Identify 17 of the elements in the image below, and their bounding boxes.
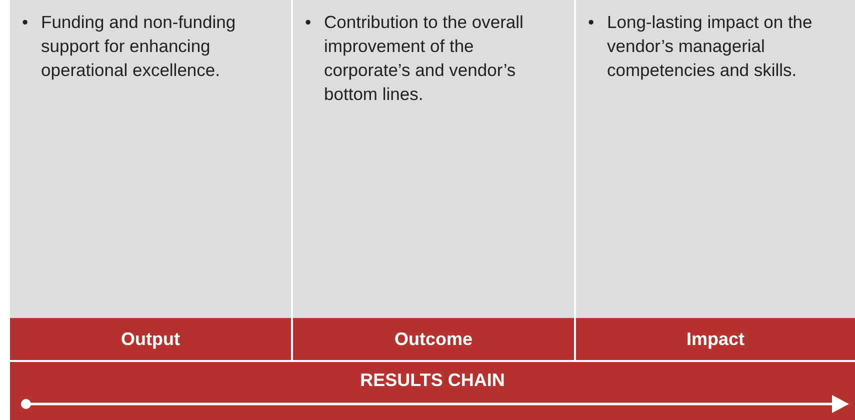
stage-header <box>576 318 855 360</box>
band-title: RESULTS CHAIN <box>360 370 505 390</box>
text-panel <box>576 0 855 318</box>
stage-header <box>293 318 574 360</box>
stage-label: Impact <box>686 328 745 350</box>
stage-header <box>10 318 291 360</box>
bullet-text: Long-lasting impact on the vendor’s managerial competencies and skills. <box>607 11 814 82</box>
bullet-text: Funding and non-funding support for enhancing operational excellence. <box>41 11 237 82</box>
results-band <box>10 362 855 420</box>
bullet-text: Contribution to the overall improvement of the corporate’s and vendor’s bottom lines. <box>324 11 524 106</box>
stage-label: Outcome <box>394 328 472 350</box>
text-panel <box>293 0 574 318</box>
bullet-marker: • <box>22 11 30 34</box>
stage-label: Output <box>121 328 180 350</box>
bullet-marker: • <box>588 11 596 34</box>
text-panel <box>10 0 291 318</box>
bullet-marker: • <box>305 11 312 34</box>
